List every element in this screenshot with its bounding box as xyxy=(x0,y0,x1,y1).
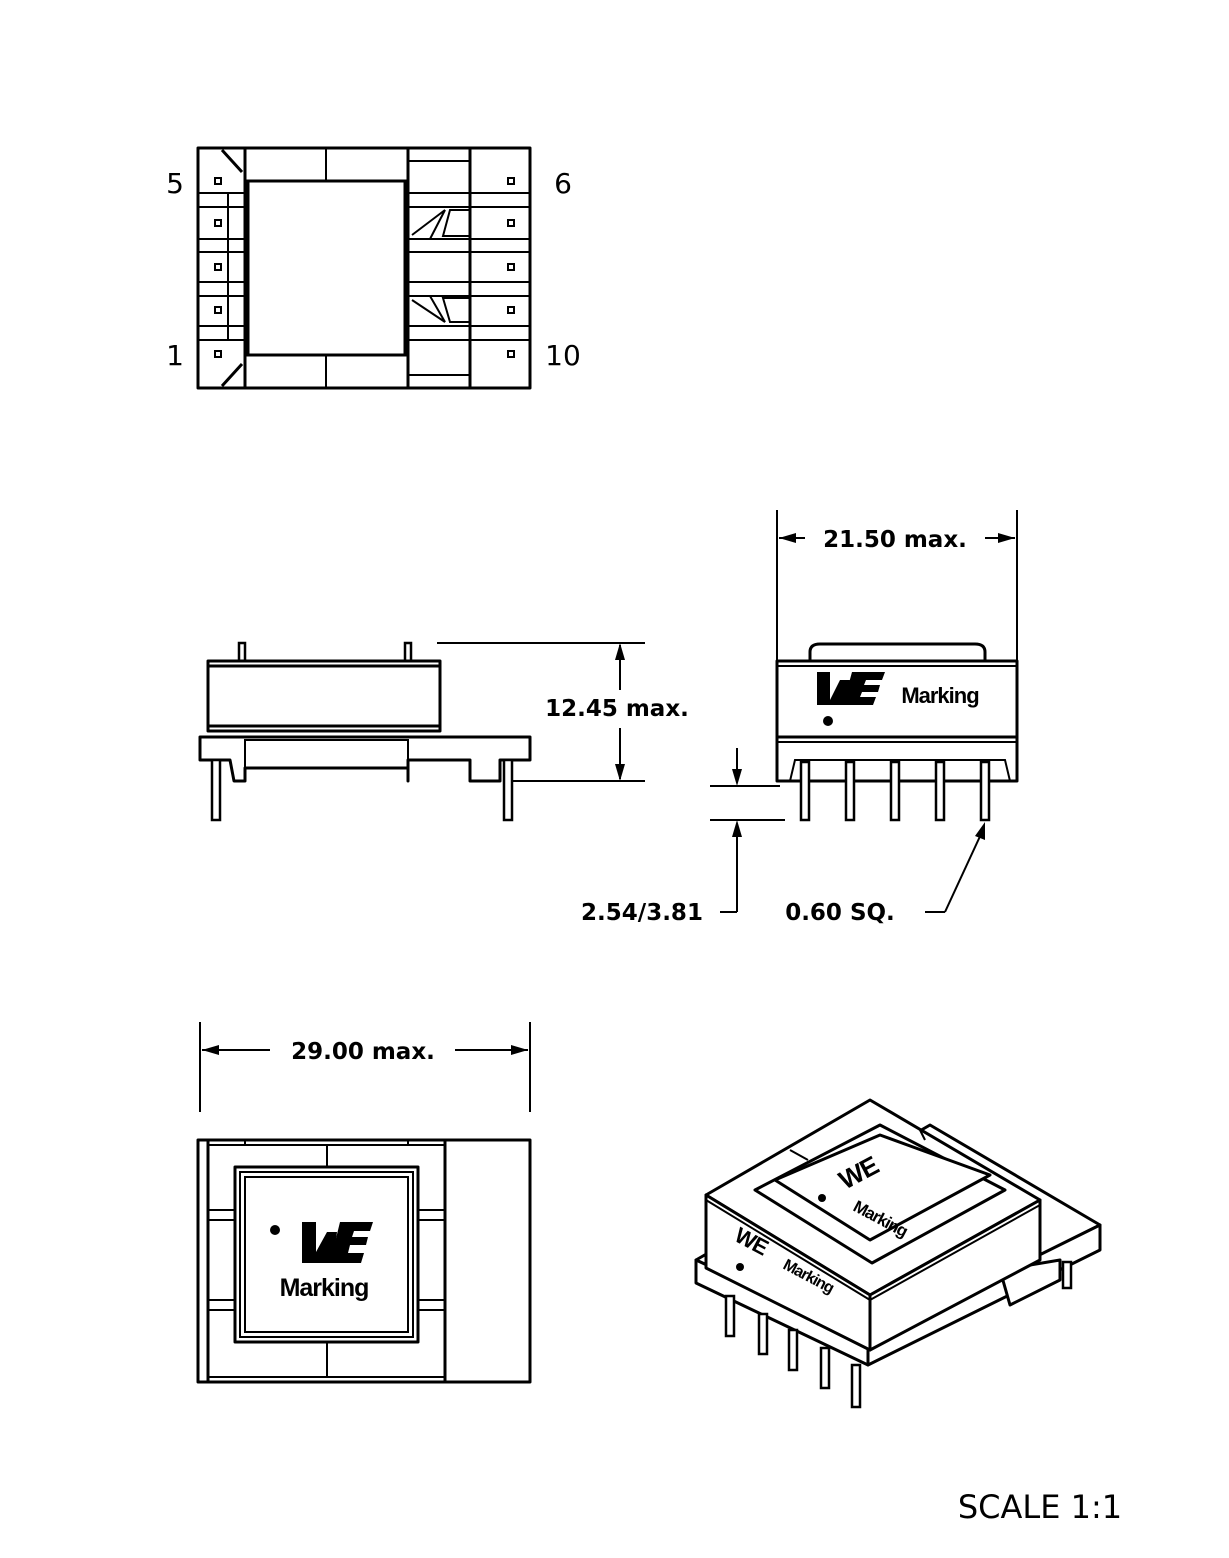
top-view: 5 6 1 10 xyxy=(166,146,581,390)
scale-label: SCALE 1:1 xyxy=(958,1488,1122,1526)
pin-offset-dimension: 2.54/3.81 xyxy=(581,900,703,926)
pin1-marker-dot xyxy=(818,1194,826,1202)
height-dimension: 12.45 max. xyxy=(545,696,689,722)
pin-size-dimension: 0.60 SQ. xyxy=(785,900,895,926)
iso-pins xyxy=(724,1260,1073,1409)
side-view: 12.45 max. xyxy=(198,641,689,822)
pin1-marker-dot-side xyxy=(736,1263,744,1271)
pins xyxy=(799,760,991,822)
pin-pads xyxy=(214,177,515,358)
width-dimension: 21.50 max. xyxy=(823,527,967,553)
marking-text: Marking xyxy=(901,683,978,708)
pin1-marker-dot xyxy=(823,716,833,726)
pin-label-5: 5 xyxy=(166,167,184,200)
isometric-view: WE Marking WE Marking xyxy=(694,1098,1102,1409)
front-view: 21.50 max. Marking 2.54/3.81 0.60 S xyxy=(581,510,1019,926)
pin1-marker-dot xyxy=(270,1225,280,1235)
bottom-view: 29.00 max. Marking xyxy=(196,1022,532,1384)
pin-label-6: 6 xyxy=(554,167,572,200)
we-logo xyxy=(302,1222,373,1263)
pin-label-10: 10 xyxy=(545,339,581,372)
pin-label-1: 1 xyxy=(166,339,184,372)
marking-text: Marking xyxy=(280,1274,369,1302)
length-dimension: 29.00 max. xyxy=(291,1039,435,1065)
we-logo xyxy=(817,672,885,705)
